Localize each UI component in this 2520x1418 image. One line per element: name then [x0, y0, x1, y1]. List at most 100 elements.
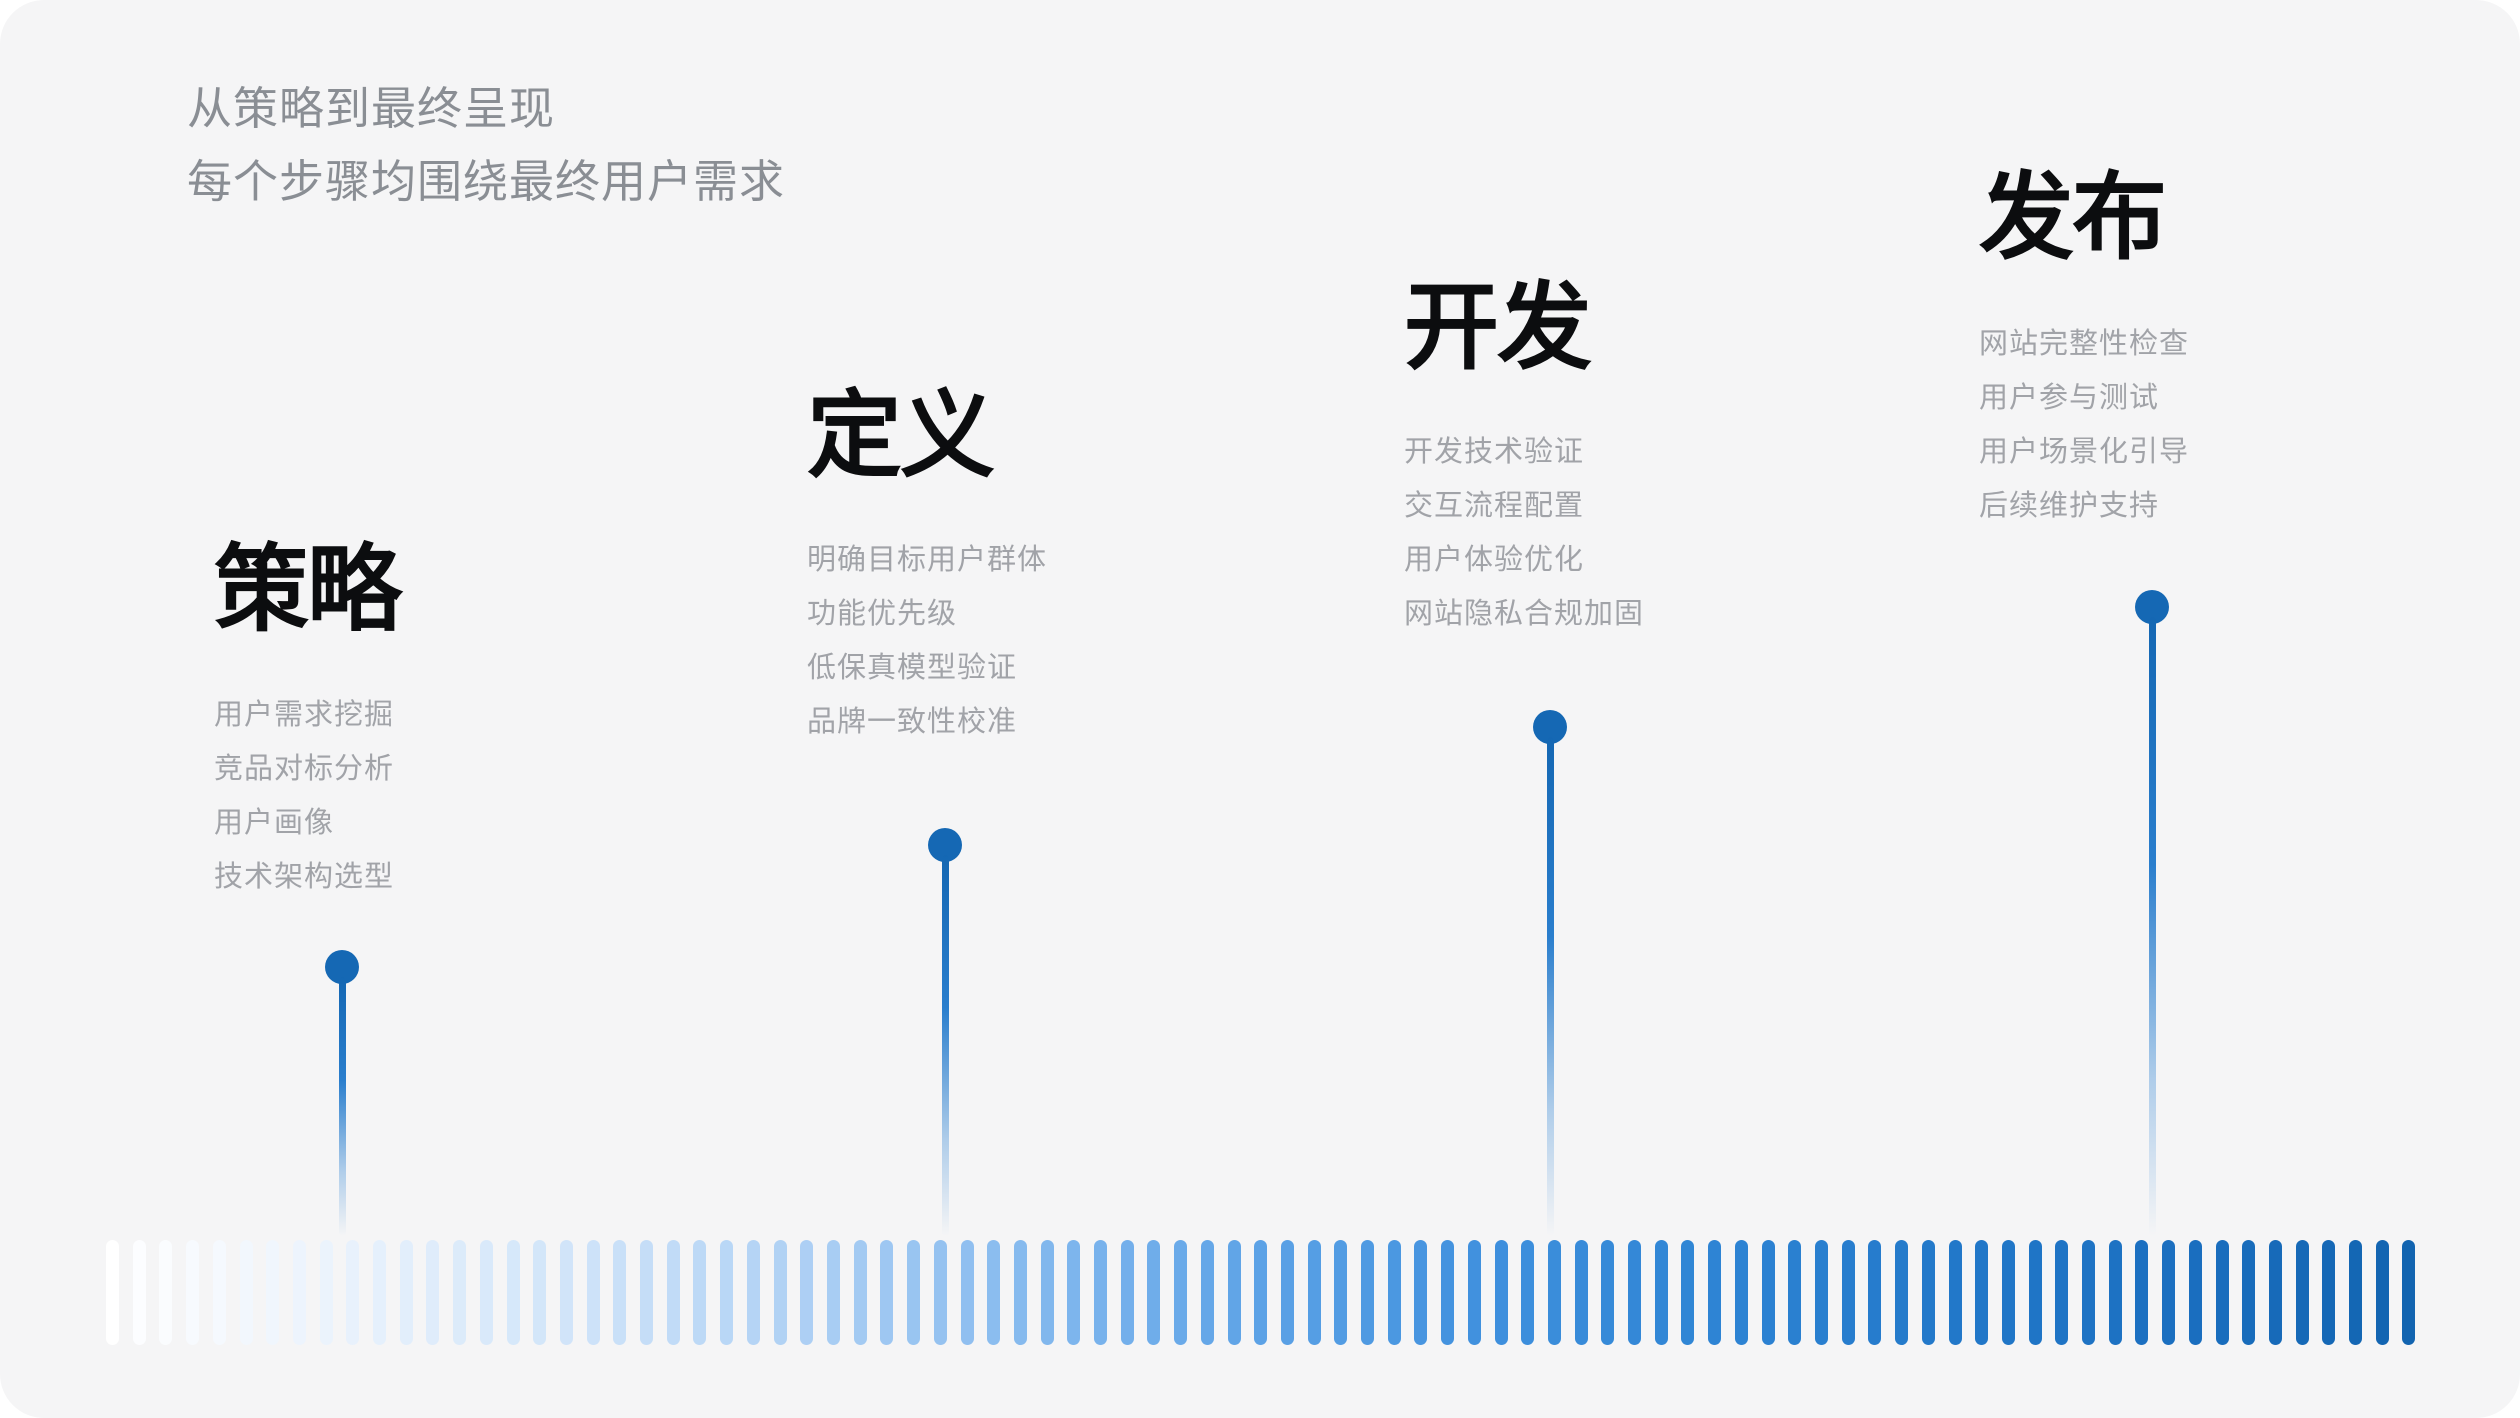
timeline-bar	[2028, 1240, 2042, 1345]
timeline-bar	[2082, 1240, 2096, 1345]
stage-item: 后续维护支持	[1979, 490, 2160, 522]
timeline-bar	[453, 1240, 467, 1345]
stage-title: 定义	[807, 383, 995, 489]
stage-item: 用户场景化引导	[1979, 436, 2190, 468]
timeline-bar	[533, 1240, 547, 1345]
timeline-bar	[2188, 1240, 2202, 1345]
timeline-bar	[586, 1240, 600, 1345]
timeline-bar	[479, 1240, 493, 1345]
timeline-bar	[1174, 1240, 1188, 1345]
timeline-bar	[1868, 1240, 1882, 1345]
stage-item: 交互流程配置	[1404, 490, 1585, 522]
timeline-bar	[666, 1240, 680, 1345]
stage-item: 网站完整性检查	[1979, 328, 2190, 360]
timeline-bar	[1334, 1240, 1348, 1345]
timeline-bar	[2055, 1240, 2069, 1345]
timeline-bar	[773, 1240, 787, 1345]
timeline-bar	[720, 1240, 734, 1345]
stage-item: 品牌一致性校准	[807, 706, 1018, 738]
stage-title: 策略	[214, 537, 402, 643]
stage-item: 功能优先级	[807, 598, 958, 630]
timeline-bar	[1574, 1240, 1588, 1345]
stage-item: 用户参与测试	[1979, 382, 2160, 414]
timeline-bar	[1361, 1240, 1375, 1345]
timeline-bar	[826, 1240, 840, 1345]
timeline-bar	[1254, 1240, 1268, 1345]
timeline-bar	[373, 1240, 387, 1345]
timeline-bar	[1227, 1240, 1241, 1345]
stage-title: 发布	[1979, 165, 2167, 271]
stage-item-list: 网站完整性检查用户参与测试用户场景化引导后续维护支持	[1979, 317, 2189, 533]
timeline-bar	[1654, 1240, 1668, 1345]
stage-item: 用户画像	[214, 807, 335, 839]
milestone-stem	[941, 855, 949, 1236]
timeline-bar	[2108, 1240, 2122, 1345]
timeline-bar	[1200, 1240, 1214, 1345]
timeline-bar	[987, 1240, 1001, 1345]
timeline-bar	[1414, 1240, 1428, 1345]
timeline-bar	[106, 1240, 119, 1345]
timeline-bar	[212, 1240, 226, 1345]
timeline-bar	[1841, 1240, 1855, 1345]
timeline-bar	[1761, 1240, 1775, 1345]
stage-item-list: 明确目标用户群体功能优先级低保真模型验证品牌一致性校准	[807, 533, 1047, 749]
timeline-bar	[1307, 1240, 1321, 1345]
timeline-bar	[960, 1240, 974, 1345]
subtitle-line-2: 每个步骤均围绕最终用户需求	[187, 156, 786, 207]
timeline-bar	[853, 1240, 867, 1345]
timeline-bar	[693, 1240, 707, 1345]
stage-item: 开发技术验证	[1404, 436, 1585, 468]
timeline-bar	[1628, 1240, 1642, 1345]
stage-item-list: 开发技术验证交互流程配置用户体验优化网站隐私合规加固	[1404, 425, 1644, 641]
stage-item: 技术架构选型	[214, 861, 395, 893]
timeline-bar	[933, 1240, 947, 1345]
stage-item: 低保真模型验证	[807, 652, 1018, 684]
timeline-bar	[1681, 1240, 1695, 1345]
stage-item-list: 用户需求挖掘竞品对标分析用户画像技术架构选型	[214, 688, 394, 904]
timeline-bar	[1708, 1240, 1722, 1345]
timeline-bar	[1921, 1240, 1935, 1345]
milestone-stem	[338, 977, 346, 1236]
stage-item: 竞品对标分析	[214, 753, 395, 785]
timeline-bar	[2375, 1240, 2389, 1345]
timeline-bar	[2162, 1240, 2176, 1345]
timeline-bar	[1734, 1240, 1748, 1345]
timeline-bar	[1948, 1240, 1962, 1345]
timeline-bar	[1387, 1240, 1401, 1345]
timeline-bar	[2402, 1240, 2416, 1345]
timeline-bar	[1013, 1240, 1027, 1345]
timeline-bar	[1120, 1240, 1134, 1345]
timeline-bar	[1280, 1240, 1294, 1345]
page-subtitle: 从策略到最终呈现 每个步骤均围绕最终用户需求	[187, 72, 785, 218]
timeline-bar	[1601, 1240, 1615, 1345]
timeline-bar	[1067, 1240, 1081, 1345]
timeline-bar	[159, 1240, 173, 1345]
timeline-bar	[399, 1240, 413, 1345]
stage-item: 用户体验优化	[1404, 544, 1585, 576]
timeline-bar	[239, 1240, 253, 1345]
timeline-bar	[2295, 1240, 2309, 1345]
timeline-bar	[800, 1240, 814, 1345]
timeline-bar	[2268, 1240, 2282, 1345]
timeline-bar	[426, 1240, 440, 1345]
timeline-bar	[613, 1240, 627, 1345]
milestone-stem	[1546, 737, 1554, 1236]
timeline-bar	[1788, 1240, 1802, 1345]
timeline-bar	[1040, 1240, 1054, 1345]
timeline-bar	[746, 1240, 760, 1345]
timeline-bar	[640, 1240, 654, 1345]
stage-title: 开发	[1404, 275, 1592, 381]
timeline-bar	[186, 1240, 200, 1345]
timeline-bar	[506, 1240, 520, 1345]
timeline-bar	[1975, 1240, 1989, 1345]
milestone-stem	[2148, 617, 2156, 1236]
stage-item: 明确目标用户群体	[807, 544, 1048, 576]
timeline-bar	[1441, 1240, 1455, 1345]
timeline-bar	[1147, 1240, 1161, 1345]
timeline-bar	[1547, 1240, 1561, 1345]
timeline-bar	[880, 1240, 894, 1345]
stage-item: 用户需求挖掘	[214, 699, 395, 731]
subtitle-line-1: 从策略到最终呈现	[187, 83, 556, 134]
